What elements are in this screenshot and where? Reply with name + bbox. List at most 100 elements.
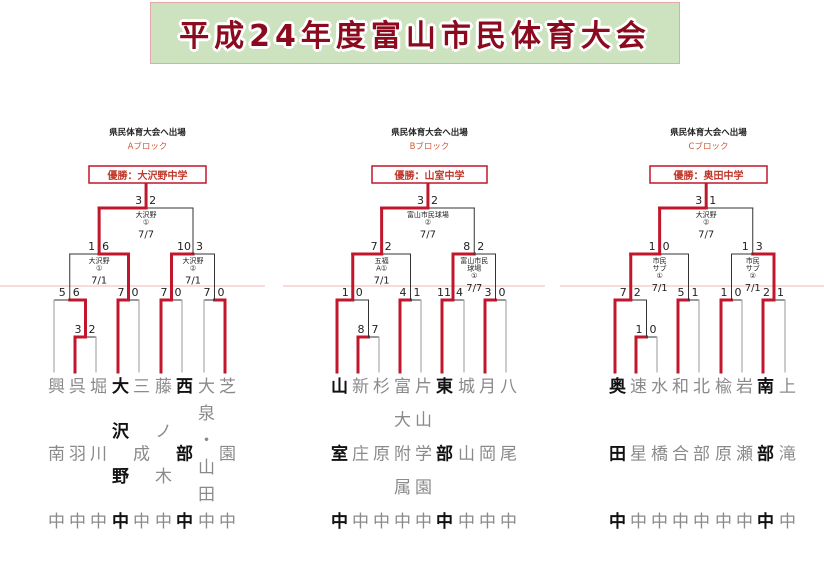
venue-label: 大沢野: [136, 210, 157, 219]
team-name: 城山中: [454, 377, 474, 580]
block-header: 県民体育大会へ出場: [391, 127, 468, 138]
team-name: 呉羽中: [65, 377, 85, 580]
venue-label: 大沢野: [696, 210, 717, 219]
team-name: 藤ノ木中: [151, 377, 171, 557]
score-left: 10: [177, 240, 191, 253]
score-left: 1: [649, 240, 656, 253]
score-left: 1: [742, 240, 749, 253]
venue-label: 市民: [653, 256, 667, 265]
score-right: 3: [756, 240, 763, 253]
champion-label: 優勝：山室中学: [394, 169, 465, 182]
venue-label: ①: [143, 219, 149, 227]
score-right: 6: [73, 286, 80, 299]
page-title: 平成24年度富山市民体育大会: [179, 19, 651, 54]
score-right: 2: [89, 323, 96, 336]
team-name: 杉原中: [369, 377, 389, 580]
venue-label: 五福: [375, 256, 389, 265]
block-header: 県民体育大会へ出場: [109, 127, 186, 138]
match-date: 7/1: [374, 276, 390, 287]
venue-label: サブ: [653, 264, 667, 273]
score-left: 3: [135, 194, 142, 207]
team-name: 大沢野中: [108, 377, 128, 557]
block-label: Aブロック: [128, 141, 168, 152]
score-right: 0: [356, 286, 363, 299]
team-name: 片山学園中: [411, 377, 431, 546]
score-right: 0: [218, 286, 225, 299]
score-left: 8: [358, 323, 365, 336]
match-date: 7/1: [745, 283, 761, 294]
score-left: 11: [437, 286, 451, 299]
champion-box: [649, 165, 768, 184]
venue-label: ②: [190, 265, 196, 273]
score-left: 7: [161, 286, 168, 299]
score-right: 4: [456, 286, 463, 299]
score-right: 1: [777, 286, 784, 299]
score-right: 7: [372, 323, 379, 336]
match-date: 7/1: [185, 276, 201, 287]
score-left: 4: [400, 286, 407, 299]
score-right: 2: [431, 194, 438, 207]
team-name: 東部中: [432, 377, 452, 580]
score-right: 2: [634, 286, 641, 299]
score-left: 1: [88, 240, 95, 253]
team-name: 富大附属中: [390, 377, 410, 546]
venue-label: 富山市民: [460, 256, 488, 265]
team-name: 山室中: [327, 377, 347, 580]
team-name: 水橋中: [647, 377, 667, 580]
score-left: 7: [204, 286, 211, 299]
venue-label: ①: [471, 272, 477, 280]
score-left: 5: [678, 286, 685, 299]
score-right: 0: [650, 323, 657, 336]
score-right: 0: [663, 240, 670, 253]
score-right: 1: [692, 286, 699, 299]
score-right: 0: [132, 286, 139, 299]
score-right: 3: [196, 240, 203, 253]
match-date: 7/7: [420, 230, 436, 241]
block-header: 県民体育大会へ出場: [670, 127, 747, 138]
score-left: 1: [721, 286, 728, 299]
score-right: 6: [102, 240, 109, 253]
score-left: 5: [59, 286, 66, 299]
venue-label: ②: [703, 219, 709, 227]
team-name: 奥田中: [605, 377, 625, 580]
score-left: 3: [75, 323, 82, 336]
score-right: 1: [709, 194, 716, 207]
team-name: 和合中: [668, 377, 688, 580]
team-name: 大泉・山田中: [194, 377, 214, 539]
champion-label: 優勝：奥田中学: [673, 169, 744, 182]
title-banner: 平成24年度富山市民体育大会: [150, 2, 680, 64]
champion-box: [371, 165, 488, 184]
team-name: 新庄中: [348, 377, 368, 580]
score-left: 3: [695, 194, 702, 207]
score-left: 7: [371, 240, 378, 253]
score-left: 1: [636, 323, 643, 336]
team-name: 三成中: [129, 377, 149, 580]
match-date: 7/1: [652, 283, 668, 294]
venue-label: 富山市民球場: [407, 210, 449, 219]
match-date: 7/7: [466, 283, 482, 294]
score-right: 2: [149, 194, 156, 207]
score-left: 7: [620, 286, 627, 299]
score-left: 2: [763, 286, 770, 299]
venue-label: 大沢野: [89, 256, 110, 265]
venue-label: A①: [376, 265, 387, 273]
score-right: 0: [735, 286, 742, 299]
match-date: 7/1: [91, 276, 107, 287]
score-left: 7: [118, 286, 125, 299]
champion-label: 優勝：大沢野中学: [107, 169, 188, 182]
venue-label: ①: [96, 265, 102, 273]
team-name: 西部中: [172, 377, 192, 580]
venue-label: 市民: [746, 256, 760, 265]
team-name: 八尾中: [496, 377, 516, 580]
score-right: 0: [175, 286, 182, 299]
score-left: 1: [342, 286, 349, 299]
team-name: 岩瀬中: [732, 377, 752, 580]
venue-label: 大沢野: [183, 256, 204, 265]
match-date: 7/7: [138, 230, 154, 241]
team-name: 北部中: [689, 377, 709, 580]
team-name: 興南中: [44, 377, 64, 580]
team-name: 上滝中: [775, 377, 795, 580]
team-name: 南部中: [753, 377, 773, 580]
score-right: 2: [385, 240, 392, 253]
team-name: 月岡中: [475, 377, 495, 580]
